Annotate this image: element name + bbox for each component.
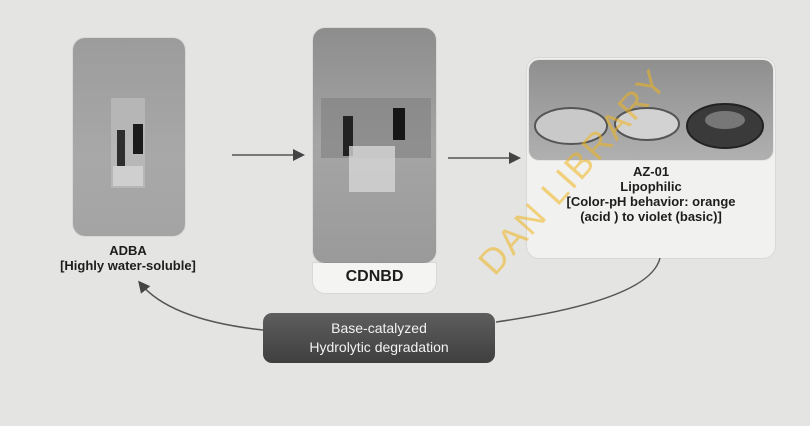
- arrow-box-to-adba: [140, 283, 263, 330]
- curve-az01-to-box: [496, 258, 660, 322]
- degradation-line-2: Hydrolytic degradation: [263, 338, 495, 357]
- degradation-box: Base-catalyzed Hydrolytic degradation: [263, 313, 495, 363]
- degradation-line-1: Base-catalyzed: [263, 319, 495, 338]
